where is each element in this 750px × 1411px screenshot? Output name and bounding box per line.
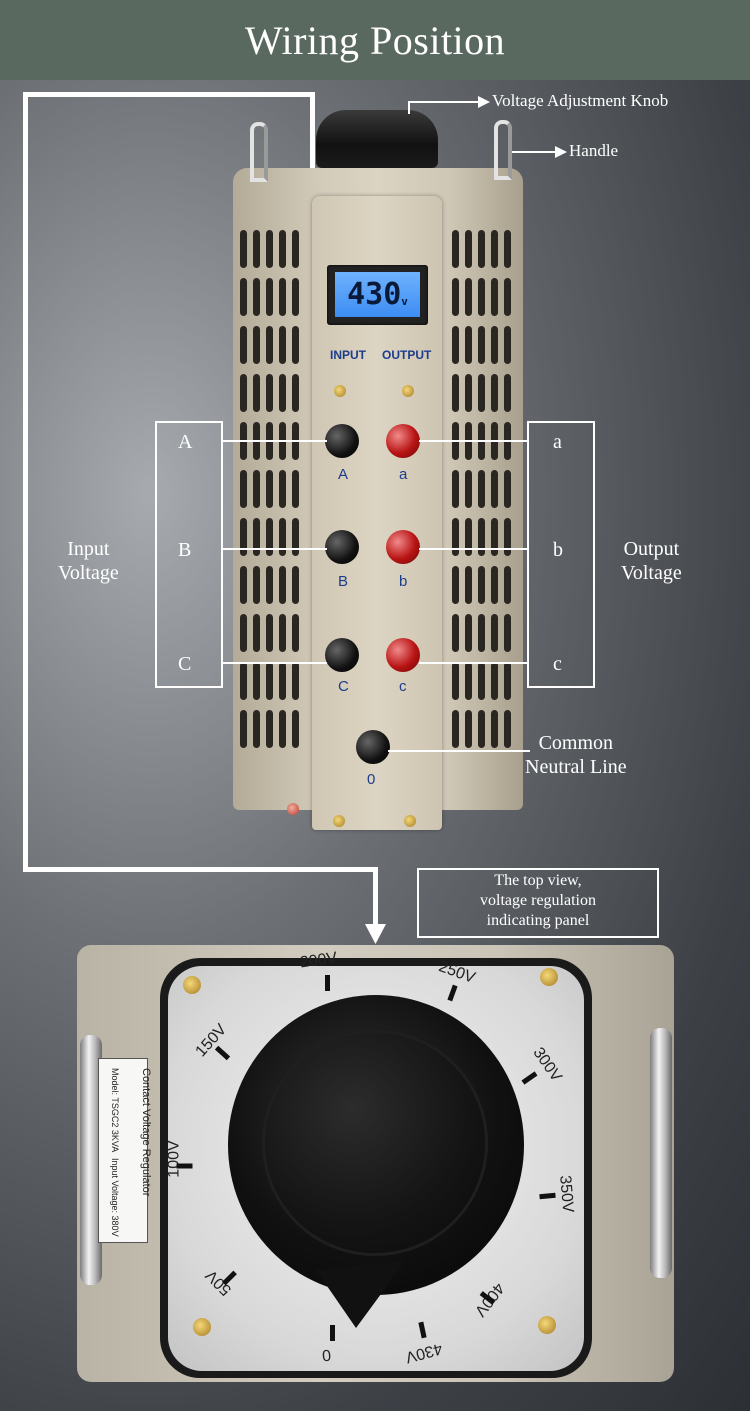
neutral-line	[388, 750, 530, 752]
knob-pointer-vertical	[408, 101, 410, 114]
dial-label-350v: 350V	[556, 1174, 577, 1214]
output-letter-a: a	[553, 431, 562, 453]
terminal-output-b[interactable]	[386, 530, 420, 564]
dial-screw	[540, 968, 558, 986]
terminal-label-output-b: b	[399, 573, 408, 590]
input-letter-a: A	[178, 431, 193, 453]
handle-pointer-line	[512, 151, 557, 153]
nameplate-model: Model: TSGC2 3KVA	[110, 1068, 120, 1153]
right-chrome-handle	[650, 1028, 672, 1278]
output-voltage-label: Output Voltage	[621, 538, 682, 584]
output-line-b	[419, 548, 527, 550]
input-terminal-box	[155, 421, 223, 688]
output-line-c	[419, 662, 527, 664]
terminal-input-a[interactable]	[325, 424, 359, 458]
input-line-c	[223, 662, 327, 664]
nameplate-input: Input Voltage: 380V	[110, 1158, 120, 1237]
dial-label-100v: 100V	[165, 1140, 183, 1178]
knob-pointer-line	[408, 101, 480, 103]
right-vents	[452, 230, 511, 748]
panel-screw	[333, 815, 345, 827]
input-line-b	[223, 548, 327, 550]
voltmeter-lcd: 430 v	[335, 272, 420, 317]
terminal-label-input-b: B	[338, 573, 349, 590]
connector-loop-bottom	[23, 867, 378, 872]
terminal-label-input-a: A	[338, 466, 349, 483]
knob-callout-label: Voltage Adjustment Knob	[492, 91, 669, 110]
top-view-caption-box	[417, 868, 659, 938]
terminal-label-input-c: C	[338, 678, 349, 695]
dial-screw	[193, 1318, 211, 1336]
input-letter-c: C	[178, 653, 192, 675]
dial-label-0: 0	[321, 1345, 332, 1364]
dial-knob[interactable]	[265, 1033, 485, 1253]
handle-callout-label: Handle	[569, 141, 619, 160]
connector-loop	[23, 92, 315, 97]
output-letter-b: b	[553, 539, 563, 561]
terminal-output-c[interactable]	[386, 638, 420, 672]
common-neutral-label: Common Neutral Line	[525, 732, 627, 778]
top-view-caption: The top view, voltage regulation indicat…	[480, 872, 596, 929]
arrow-down-icon	[365, 924, 386, 944]
terminal-output-a[interactable]	[386, 424, 420, 458]
panel-screw	[402, 385, 414, 397]
connector-loop-left	[23, 92, 28, 872]
dial-screw	[183, 976, 201, 994]
connector-loop-down	[373, 867, 378, 929]
left-handle	[250, 122, 268, 182]
panel-screw	[404, 815, 416, 827]
input-voltage-label: Input Voltage	[58, 538, 119, 584]
terminal-label-output-a: a	[399, 466, 408, 483]
output-label: OUTPUT	[382, 348, 432, 362]
arrow-right-icon	[555, 146, 567, 158]
arrow-right-icon	[478, 96, 490, 108]
dial-tick	[176, 1163, 193, 1169]
display-value: 430	[347, 277, 402, 312]
display-unit: v	[401, 295, 408, 308]
terminal-input-b[interactable]	[325, 530, 359, 564]
panel-screw	[287, 803, 299, 815]
dial-screw	[538, 1316, 556, 1334]
output-line-a	[419, 440, 527, 442]
left-chrome-handle	[80, 1035, 102, 1285]
dial-tick	[325, 975, 330, 991]
input-letter-b: B	[178, 539, 192, 561]
terminal-input-c[interactable]	[325, 638, 359, 672]
input-line-a	[223, 440, 327, 442]
output-letter-c: c	[553, 653, 562, 675]
input-label: INPUT	[330, 348, 366, 362]
nameplate-title: Contact Voltage Regulator	[140, 1068, 152, 1197]
page-title: Wiring Position	[0, 0, 750, 80]
terminal-neutral[interactable]	[356, 730, 390, 764]
panel-screw	[334, 385, 346, 397]
connector-loop-drop	[310, 92, 315, 172]
dial-tick	[330, 1325, 335, 1341]
output-terminal-box	[527, 421, 595, 688]
nameplate	[98, 1058, 148, 1243]
right-handle	[494, 120, 512, 180]
terminal-label-neutral: 0	[367, 771, 376, 788]
terminal-label-output-c: c	[399, 678, 407, 695]
left-vents	[240, 230, 299, 748]
dial-knob-pointer	[316, 1260, 406, 1328]
voltage-adjustment-knob[interactable]	[316, 110, 438, 168]
